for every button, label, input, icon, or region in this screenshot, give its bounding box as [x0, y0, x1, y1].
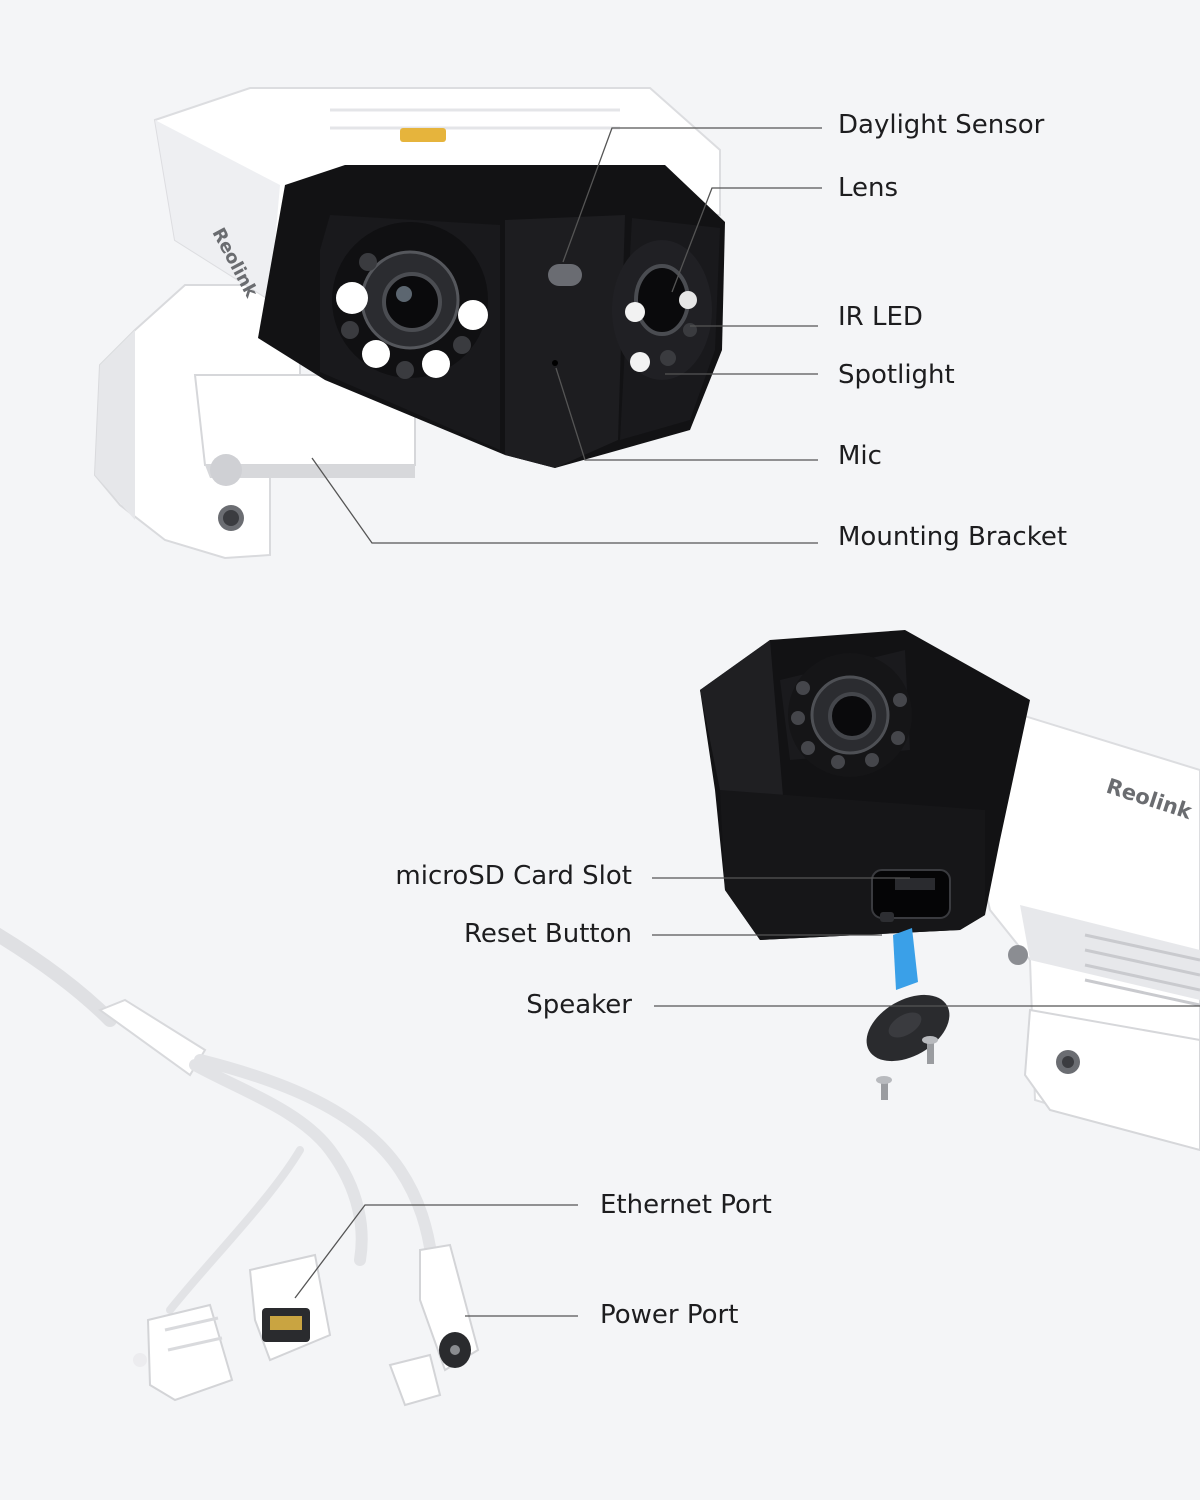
rear-camera: Reolink	[700, 630, 1200, 1152]
label-lens: Lens	[838, 173, 899, 203]
mounting-bracket	[93, 284, 416, 560]
label-mounting-bracket: Mounting Bracket	[838, 522, 1068, 552]
screw-icon	[876, 1036, 938, 1100]
leader-daylight-sensor	[562, 127, 822, 263]
microsd-card-icon	[893, 928, 918, 990]
label-speaker: Speaker	[526, 990, 632, 1020]
leader-lens	[671, 187, 822, 293]
right-lens-cluster	[612, 240, 712, 380]
ethernet-cap	[133, 1303, 234, 1402]
front-camera: Reolink	[93, 87, 725, 560]
speaker-cover	[866, 994, 950, 1062]
daylight-sensor	[548, 264, 582, 286]
rear-camera-face	[700, 630, 1030, 940]
label-reset-button: Reset Button	[464, 919, 632, 949]
label-power-port: Power Port	[600, 1300, 739, 1330]
microsd-slot	[871, 869, 951, 919]
leader-lines	[294, 127, 1200, 1317]
label-ethernet-port: Ethernet Port	[600, 1190, 772, 1220]
spotlight-left-4	[422, 350, 450, 378]
mic-hole	[552, 360, 558, 366]
label-ir-led: IR LED	[838, 302, 923, 332]
cable-assembly	[0, 927, 480, 1407]
leader-mic	[555, 367, 818, 461]
label-daylight-sensor: Daylight Sensor	[838, 110, 1045, 140]
vent-grille	[1084, 933, 1200, 1007]
leader-ethernet-port	[294, 1204, 578, 1299]
label-mic: Mic	[838, 441, 882, 471]
spotlight-right-3	[679, 291, 697, 309]
rear-lens	[828, 692, 876, 740]
left-lens-cluster	[332, 222, 488, 379]
label-microsd-slot: microSD Card Slot	[395, 861, 632, 891]
power-connector	[388, 1243, 480, 1407]
lens-left	[382, 272, 442, 332]
rear-bracket	[1008, 945, 1200, 1152]
leader-mounting-bracket	[311, 457, 818, 544]
spotlight-left-3	[362, 340, 390, 368]
reset-button	[880, 912, 894, 922]
spotlight-left-2	[458, 300, 488, 330]
ethernet-connector	[248, 1253, 332, 1362]
spotlight-right-1	[625, 302, 645, 322]
spotlight-right-2	[630, 352, 650, 372]
cable-junction	[97, 998, 207, 1077]
camera-face	[258, 165, 725, 468]
label-spotlight: Spotlight	[838, 360, 955, 390]
spotlight-left-1	[336, 282, 368, 314]
